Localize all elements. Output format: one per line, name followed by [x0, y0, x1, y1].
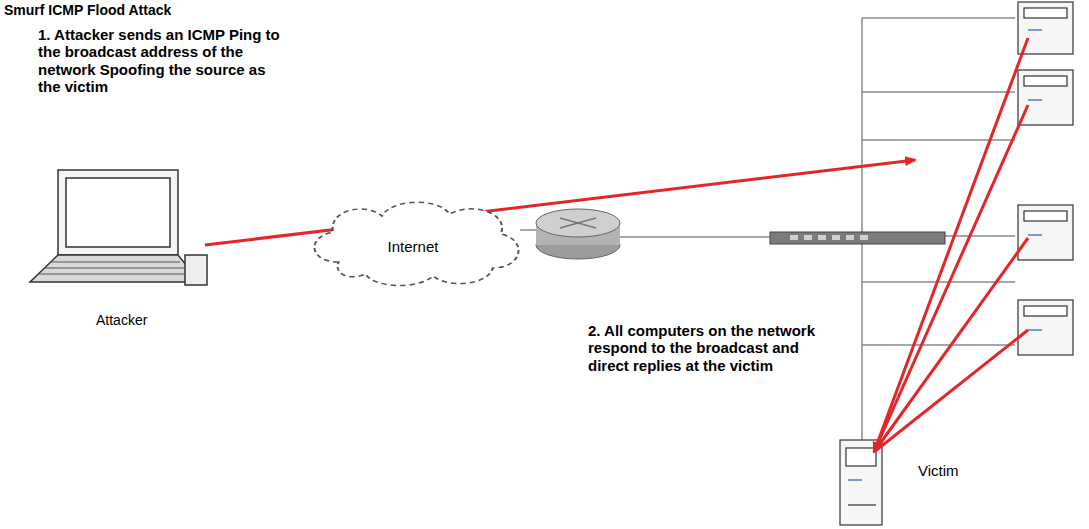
switch-icon [770, 232, 945, 244]
network-wire [520, 18, 1015, 470]
node-label: Internet [298, 238, 528, 255]
server-icon [1018, 2, 1073, 355]
step-annotation: 2. All computers on the network respond … [588, 322, 823, 374]
cloud-shape: Internet [298, 192, 528, 292]
attack-arrow [205, 38, 1028, 452]
diagram-title: Smurf ICMP Flood Attack [4, 2, 171, 18]
device-label: Attacker [96, 312, 147, 328]
device-label: Victim [918, 462, 959, 479]
laptop-icon [30, 170, 207, 285]
step-annotation: 1. Attacker sends an ICMP Ping to the br… [38, 26, 288, 95]
victim-server-icon [840, 440, 882, 525]
router-icon [536, 209, 620, 259]
